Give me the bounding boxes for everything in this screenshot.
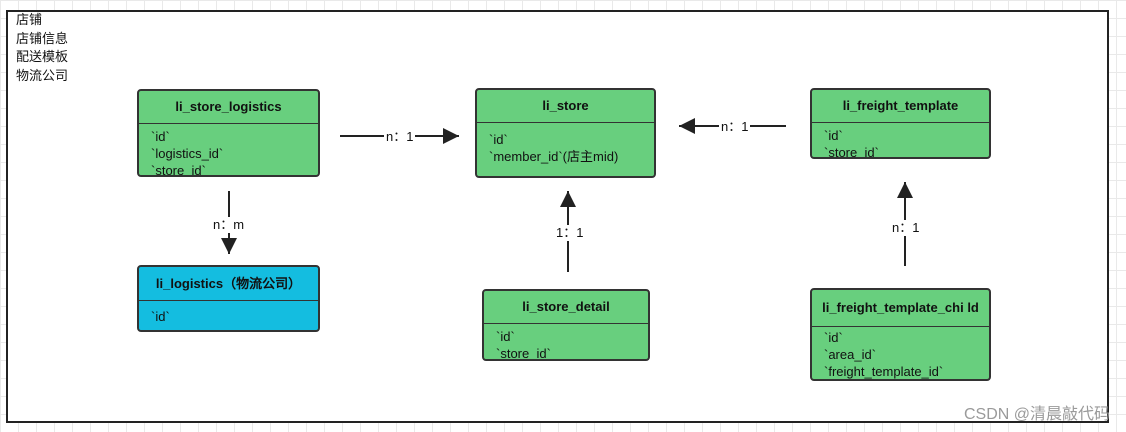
entity-li-logistics: li_logistics（物流公司） `id` (137, 265, 320, 332)
entity-title: li_store_detail (484, 291, 648, 324)
field: `id` (824, 128, 843, 143)
relation-label-logistics-store: n：1 (384, 129, 416, 145)
note-store-info: 店铺信息 (16, 30, 69, 46)
note-freight-template: 配送模板 (16, 49, 69, 64)
entity-title: li_store_logistics (139, 91, 318, 124)
field: `id` (496, 329, 515, 344)
entity-fields: `id` `store_id` (812, 123, 989, 159)
entity-title: li_store (477, 90, 654, 123)
entity-title: li_freight_template (812, 90, 989, 123)
relation-label-logistics-li-logistics: n：m (211, 217, 247, 233)
notes-list: 店铺 店铺信息 配送模板 物流公司 (16, 11, 68, 85)
field: `id` (489, 132, 508, 147)
field: `id` (151, 129, 170, 144)
relation-label-detail-store: 1：1 (554, 225, 586, 241)
field: `area_id` (824, 347, 877, 362)
watermark: CSDN @清晨敲代码 (963, 406, 1110, 423)
entity-li-store-logistics: li_store_logistics `id` `logistics_id` `… (137, 89, 320, 177)
entity-fields: `id` `logistics_id` `store_id` (139, 124, 318, 177)
field: `member_id`(店主mid) (489, 149, 619, 164)
entity-li-store: li_store `id` `member_id`(店主mid) (475, 88, 656, 178)
field: `store_id` (824, 145, 879, 159)
note-store: 店铺 (16, 12, 43, 27)
field: `store_id` (496, 346, 551, 361)
entity-fields: `id` `member_id`(店主mid) (477, 123, 654, 167)
field: `store_id` (151, 163, 206, 177)
entity-fields: `id` `store_id` (484, 324, 648, 361)
field: `freight_template_id` (824, 364, 944, 379)
entity-title: li_freight_template_chi ld (812, 290, 989, 327)
relation-label-child-freight: n：1 (890, 220, 922, 236)
field: `logistics_id` (151, 146, 224, 161)
entity-fields: `id` (139, 301, 318, 327)
entity-fields: `id` `area_id` `freight_template_id` (812, 327, 989, 379)
entity-title: li_logistics（物流公司） (139, 267, 318, 301)
entity-li-store-detail: li_store_detail `id` `store_id` (482, 289, 650, 361)
note-logistics-company: 物流公司 (16, 67, 69, 83)
relation-label-freight-store: n：1 (719, 119, 751, 135)
entity-li-freight-template: li_freight_template `id` `store_id` (810, 88, 991, 159)
field: `id` (151, 309, 170, 324)
entity-li-freight-template-child: li_freight_template_chi ld `id` `area_id… (810, 288, 991, 381)
field: `id` (824, 330, 843, 345)
